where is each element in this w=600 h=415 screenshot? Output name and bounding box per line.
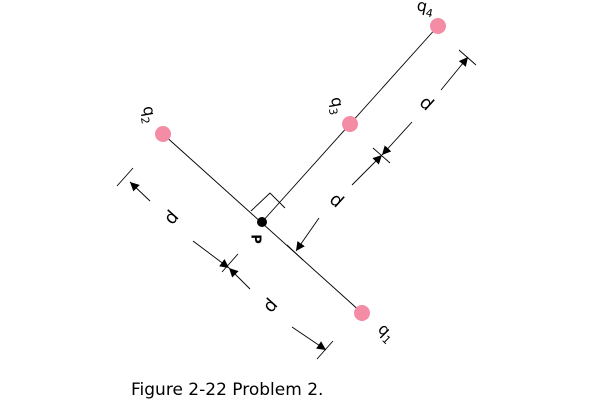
charge-q3 bbox=[342, 116, 358, 132]
label-q1: q1 bbox=[372, 319, 400, 347]
charge-q4 bbox=[430, 18, 446, 34]
dim-tick-q1-end bbox=[286, 244, 304, 261]
dim-arrow-2a bbox=[228, 267, 251, 290]
label-point-p: P bbox=[248, 234, 263, 244]
dim-tick-mid-left bbox=[221, 253, 239, 273]
right-angle-marker bbox=[250, 192, 286, 212]
dim-arrow-1b bbox=[192, 240, 230, 269]
dim-arrow-3a bbox=[295, 217, 320, 252]
dim-tick-bottom-left bbox=[316, 340, 334, 360]
label-q4: q4 bbox=[415, 0, 436, 20]
charge-q1 bbox=[354, 305, 370, 321]
dim-label-upper-2: d bbox=[415, 92, 438, 115]
dim-tick-top-left bbox=[116, 167, 134, 187]
dim-arrow-3b bbox=[351, 154, 383, 186]
dim-label-lower-1: d bbox=[160, 206, 183, 229]
dim-arrow-4b bbox=[440, 56, 469, 91]
point-p bbox=[257, 217, 267, 227]
label-q3: q3 bbox=[324, 95, 349, 116]
dim-label-upper-1: d bbox=[325, 189, 348, 212]
dim-arrow-1a bbox=[129, 181, 151, 202]
figure-caption: Figure 2-22 Problem 2. bbox=[131, 380, 324, 400]
dim-label-lower-2: d bbox=[259, 294, 282, 317]
label-q2: q2 bbox=[136, 104, 161, 125]
dim-arrow-4a bbox=[381, 121, 413, 156]
dim-arrow-2b bbox=[291, 326, 327, 351]
charge-q2 bbox=[155, 126, 171, 142]
